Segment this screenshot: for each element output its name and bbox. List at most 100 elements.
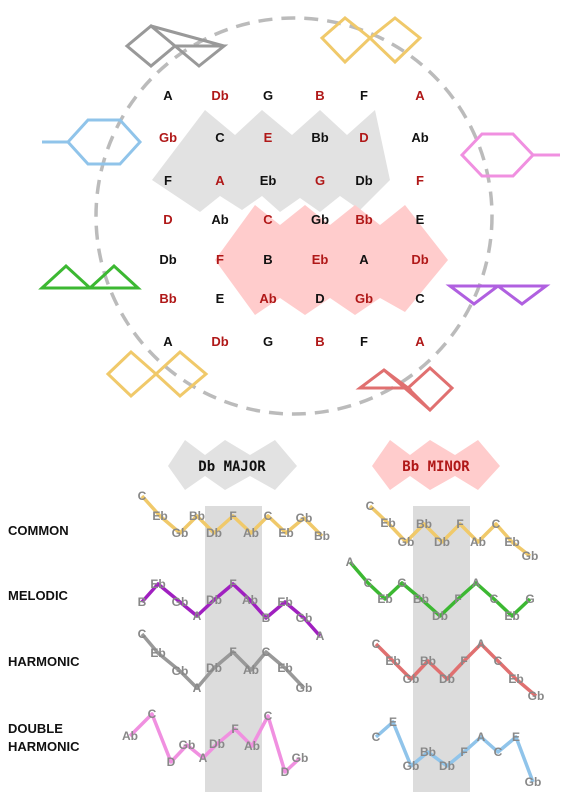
scale-note: Eb [504, 609, 519, 623]
scale-note: A [193, 681, 202, 695]
grid-note: Gb [159, 130, 177, 145]
violet-triangles-icon [445, 284, 551, 306]
scale-note: Gb [296, 611, 313, 625]
grid-note: F [360, 334, 368, 349]
scale-note: Ab [243, 663, 259, 677]
scale-note: Db [206, 661, 222, 675]
major-key-label: Db MAJOR [198, 459, 266, 475]
grid-note: C [415, 291, 425, 306]
scale-note: Eb [377, 592, 392, 606]
scale-note: F [229, 645, 236, 659]
scale-note: Eb [504, 535, 519, 549]
row-label-double-harmonic: HARMONIC [8, 739, 80, 754]
scale-note: Bb [420, 654, 436, 668]
scale-line [374, 720, 535, 783]
scale-note: Bb [189, 509, 205, 523]
scale-note: Db [439, 759, 455, 773]
gray-shape-icon [124, 24, 229, 68]
scale-note: Db [439, 672, 455, 686]
scale-note: F [460, 654, 467, 668]
minor-highlight-column [413, 506, 470, 792]
scale-note: A [193, 609, 202, 623]
scale-note: Gb [528, 689, 545, 703]
scale-line [140, 494, 324, 538]
grid-note: Bb [311, 130, 328, 145]
grid-note: Db [411, 252, 428, 267]
grid-note: Db [355, 173, 372, 188]
grid-note: D [359, 130, 368, 145]
grid-note: E [416, 212, 425, 227]
scale-note: Eb [152, 509, 167, 523]
dashed-circle [94, 16, 494, 416]
scale-note: C [138, 627, 147, 641]
grid-note: Ab [411, 130, 428, 145]
scale-note: Eb [150, 646, 165, 660]
scale-note: Ab [122, 729, 138, 743]
scale-note: Gb [172, 595, 189, 609]
scale-note: A [477, 730, 486, 744]
scale-note: Db [209, 737, 225, 751]
scale-note: Gb [403, 759, 420, 773]
grid-note: A [163, 334, 173, 349]
scale-note: Ab [244, 739, 260, 753]
scale-note: B [138, 595, 147, 609]
scale-line [348, 560, 532, 618]
scale-note: F [456, 517, 463, 531]
scale-note: Gb [172, 526, 189, 540]
row-label-harmonic: HARMONIC [8, 654, 80, 669]
grid-note: A [163, 88, 173, 103]
grid-note: G [263, 334, 273, 349]
scale-note: Gb [525, 775, 542, 789]
scale-note: Db [206, 593, 222, 607]
scale-note: C [264, 509, 273, 523]
minor-key-badge: Bb MINOR [372, 440, 500, 490]
scale-note: F [229, 577, 236, 591]
scale-note: Gb [403, 672, 420, 686]
scale-note: Eb [150, 577, 165, 591]
scale-note: Bb [416, 517, 432, 531]
scale-note: A [346, 555, 355, 569]
scale-note: Eb [278, 526, 293, 540]
scale-note: Bb [420, 745, 436, 759]
scale-note: D [281, 765, 290, 779]
pink-hexagon-icon [459, 132, 560, 178]
scale-note: C [494, 654, 503, 668]
minor-key-label: Bb MINOR [402, 459, 470, 475]
scale-note: Eb [380, 516, 395, 530]
scale-note: Eb [277, 661, 292, 675]
grid-note: Db [211, 334, 228, 349]
minor-region [215, 205, 448, 315]
grid-note: Ab [259, 291, 276, 306]
grid-note: B [315, 88, 324, 103]
scale-note: Eb [508, 672, 523, 686]
grid-note: Eb [260, 173, 277, 188]
grid-note: A [359, 252, 369, 267]
grid-note: E [264, 130, 273, 145]
scale-note: F [229, 509, 236, 523]
scale-note: C [494, 745, 503, 759]
scale-note: D [167, 755, 176, 769]
scale-note: Ab [470, 535, 486, 549]
scale-note: B [262, 611, 271, 625]
scale-note: E [389, 715, 397, 729]
scale-note: Gb [522, 549, 539, 563]
scale-note: C [366, 499, 375, 513]
blue-hexagon-icon [42, 118, 143, 166]
scale-note: C [262, 645, 271, 659]
scale-note: Db [206, 526, 222, 540]
scale-note: Bb [413, 592, 429, 606]
scale-note: Gb [179, 738, 196, 752]
grid-note: A [415, 334, 425, 349]
scale-note: Ab [242, 593, 258, 607]
row-label-common: COMMON [8, 523, 69, 538]
scale-note: C [372, 730, 381, 744]
grid-note: Eb [312, 252, 329, 267]
scale-note: G [397, 576, 406, 590]
scale-note: F [231, 722, 238, 736]
grid-note: F [216, 252, 224, 267]
